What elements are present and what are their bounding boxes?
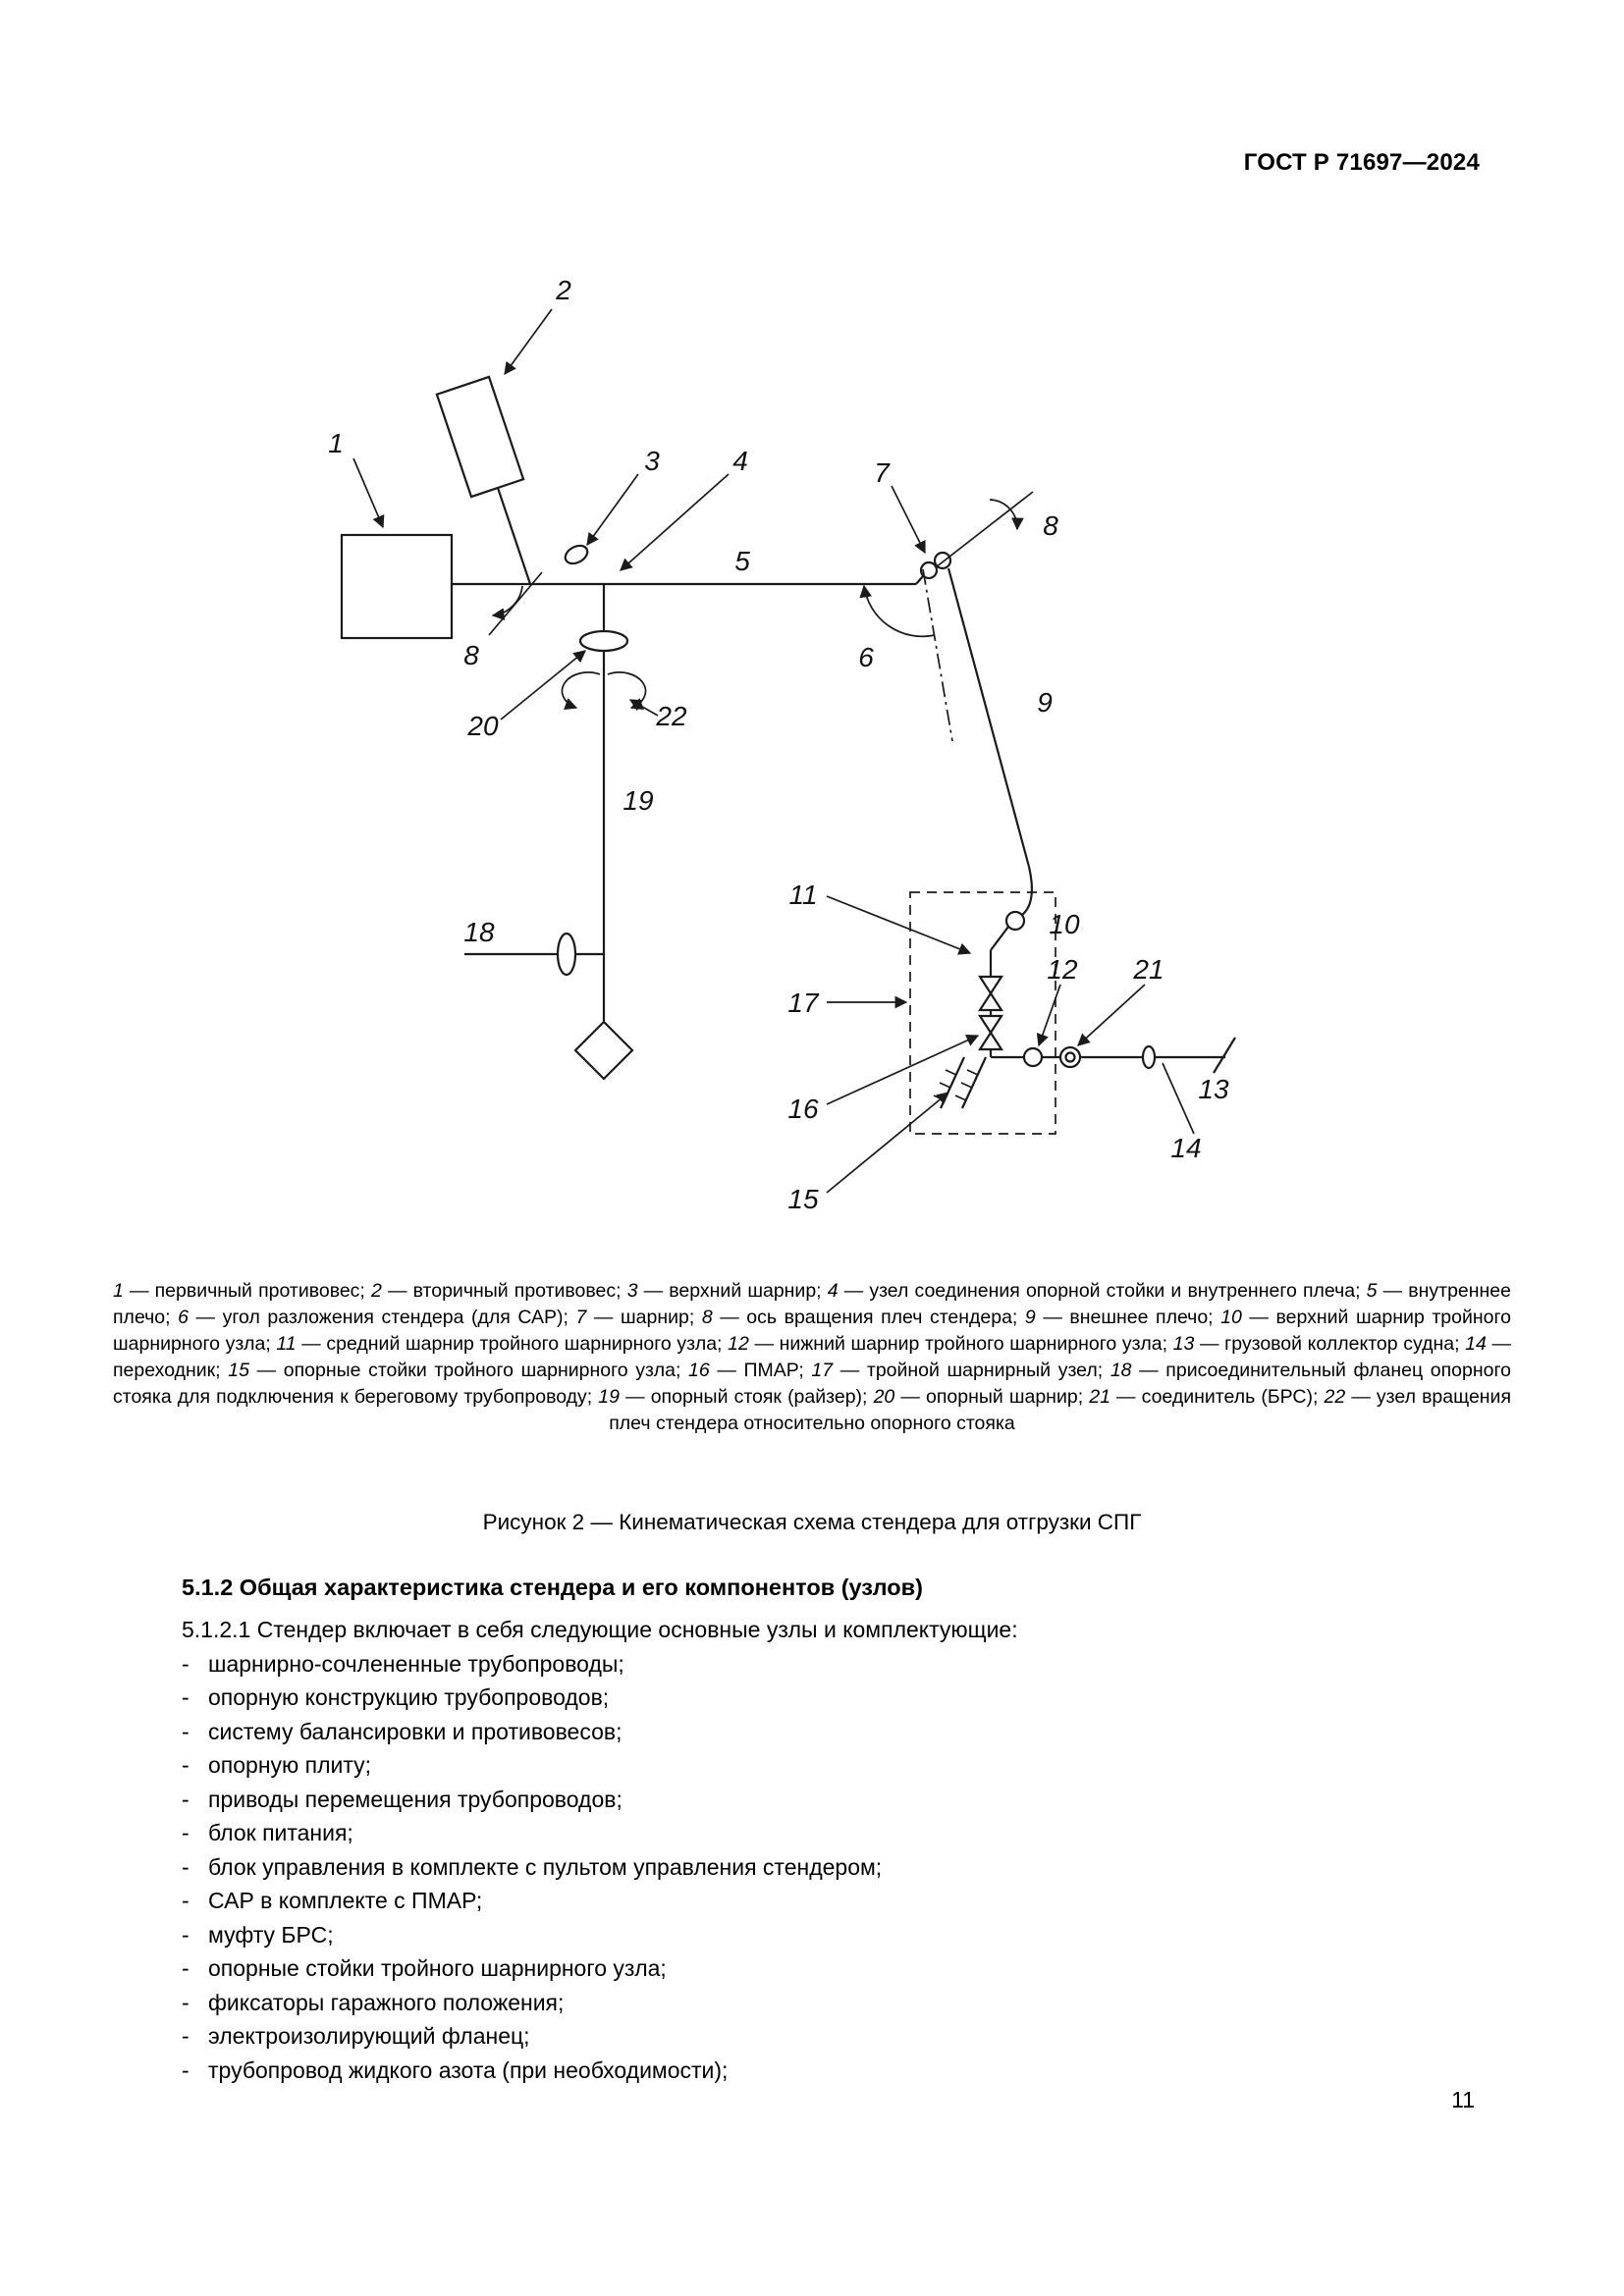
figure-caption: Рисунок 2 — Кинематическая схема стендер… <box>482 1510 1142 1534</box>
figure-label-4: 4 <box>732 446 748 476</box>
figure-label-22: 22 <box>655 701 687 731</box>
upper-hinge <box>564 544 589 565</box>
secondary-counterweight <box>435 308 553 585</box>
figure-label-13: 13 <box>1198 1074 1229 1104</box>
figure-label-8b: 8 <box>1043 510 1058 541</box>
shore-connection-flange <box>464 932 604 977</box>
riser-base-anchor <box>573 1020 634 1081</box>
manifold-line <box>991 1037 1236 1074</box>
pmar-valves <box>977 975 1004 1057</box>
figure-label-6: 6 <box>858 642 874 672</box>
figure-label-19: 19 <box>623 785 653 816</box>
component-list: -шарнирно-сочлененные трубопроводы; -опор… <box>182 1647 1458 2088</box>
unfolding-angle <box>859 568 953 742</box>
figure-label-14: 14 <box>1170 1133 1201 1163</box>
kinematic-diagram: 1 2 3 4 5 6 7 8 8 9 10 11 12 13 14 15 16… <box>328 275 1236 1214</box>
primary-counterweight <box>340 457 454 640</box>
figure-label-1: 1 <box>328 428 344 458</box>
list-item: -блок питания; <box>182 1820 353 1846</box>
list-item: -опорную конструкцию трубопроводов; <box>182 1684 610 1711</box>
figure-label-15: 15 <box>787 1184 819 1214</box>
list-item: -электроизолирующий фланец; <box>182 2023 530 2050</box>
list-item: -САР в комплекте с ПМАР; <box>182 1888 483 1914</box>
figure-label-3: 3 <box>644 446 660 476</box>
outer-hinge <box>919 551 952 580</box>
lower-swivel-joint <box>1022 1046 1044 1068</box>
figure-label-5: 5 <box>734 546 750 576</box>
ship-manifold-mark <box>1213 1037 1236 1074</box>
figure-label-9: 9 <box>1037 687 1053 718</box>
riser <box>573 584 634 1081</box>
figure-label-18: 18 <box>463 917 495 947</box>
figure-label-2: 2 <box>555 275 571 305</box>
list-item: -муфту БРС; <box>182 1921 334 1948</box>
figure-label-12: 12 <box>1047 954 1078 985</box>
outer-arm <box>947 567 1033 918</box>
figure-label-11: 11 <box>788 880 817 910</box>
rotation-axis-right <box>935 491 1034 568</box>
list-item: -блок управления в комплекте с пультом у… <box>182 1853 883 1880</box>
figure-label-16: 16 <box>787 1094 819 1124</box>
page-number: 11 <box>1451 2087 1475 2112</box>
document-header: ГОСТ Р 71697—2024 <box>1243 149 1480 176</box>
triple-swivel-unit-box <box>909 891 1056 1135</box>
list-item: -опорную плиту; <box>182 1752 372 1779</box>
figure-legend: 1 — первичный противовес; 2 — вторичный … <box>113 1280 1512 1434</box>
rotation-axis-left <box>488 571 543 636</box>
section-intro: 5.1.2.1 Стендер включает в себя следующи… <box>182 1617 1018 1643</box>
list-item: -фиксаторы гаражного положения; <box>182 1989 565 2015</box>
section-heading: 5.1.2 Общая характеристика стендера и ег… <box>182 1575 923 1600</box>
figure-label-8a: 8 <box>463 640 479 670</box>
list-item: -опорные стойки тройного шарнирного узла… <box>182 1955 667 1982</box>
swivel-support-stands <box>933 1056 987 1109</box>
list-item: -шарнирно-сочлененные трубопроводы; <box>182 1650 624 1677</box>
section-5-1-2: 5.1.2 Общая характеристика стендера и ег… <box>182 1571 1458 2087</box>
adapter <box>1141 1044 1157 1070</box>
list-item: -трубопровод жидкого азота (при необходи… <box>182 2056 729 2083</box>
leader-lines <box>500 473 1195 1194</box>
upper-swivel-joint <box>989 910 1026 977</box>
support-hinge <box>578 629 629 653</box>
figure-label-21: 21 <box>1132 954 1164 985</box>
figure-label-10: 10 <box>1049 909 1080 939</box>
figure-label-20: 20 <box>466 711 499 741</box>
list-item: -приводы перемещения трубопроводов; <box>182 1786 623 1812</box>
figure-label-7: 7 <box>874 457 891 488</box>
inner-arm <box>452 575 924 586</box>
figure-label-17: 17 <box>787 988 820 1018</box>
list-item: -систему балансировки и противовесов; <box>182 1718 623 1744</box>
